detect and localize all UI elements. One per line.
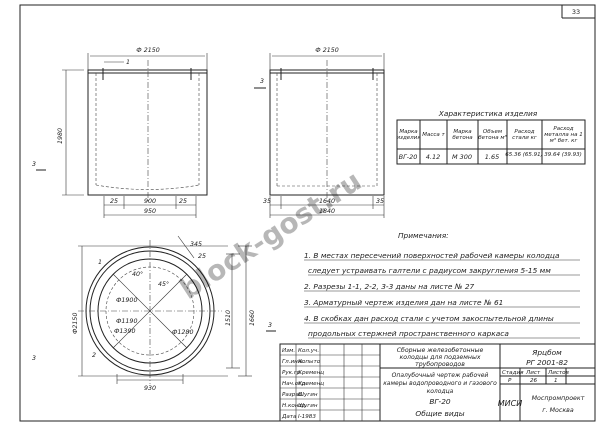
specs-header-concrete-volume: Объем бетона м³ bbox=[478, 128, 507, 141]
specs-title: Характеристика изделия bbox=[438, 109, 538, 118]
dim-35-right-a: 35 bbox=[263, 198, 271, 205]
dim-plan-dia: Ф2150 bbox=[72, 313, 79, 334]
tb-city: г. Москва bbox=[542, 407, 574, 414]
tb-name-1: Копыто bbox=[298, 359, 321, 365]
dim-1640: 1640 bbox=[319, 198, 335, 205]
dim-900: 900 bbox=[144, 198, 156, 205]
section-view-left: Ф 2150 1 1980 3 25 900 25 950 bbox=[32, 47, 208, 218]
tb-role-1: Гл.инж. bbox=[282, 359, 305, 365]
plan-mark-3b: 3 bbox=[32, 355, 36, 362]
sheet-number: 33 bbox=[572, 8, 580, 16]
dim-width-top-left: Ф 2150 bbox=[136, 47, 159, 54]
tb-name-0: Кол.уч. bbox=[298, 348, 319, 354]
plan-label-2: 2 bbox=[92, 352, 96, 359]
tb-code: РГ 2001-82 bbox=[526, 358, 568, 367]
dim-width-top-right: Ф 2150 bbox=[315, 47, 338, 54]
notes-block: Примечания: 1. В местах пересечений пове… bbox=[304, 231, 580, 339]
note-1b: следует устраивать галтели с радиусом за… bbox=[308, 266, 551, 275]
section-mark-3-left: 3 bbox=[32, 161, 36, 168]
tb-mark: ВГ-20 bbox=[429, 397, 451, 406]
tb-desc-3: трубопроводов bbox=[415, 360, 465, 368]
note-4b: продольных стержней пространственного ка… bbox=[308, 329, 509, 338]
note-4: 4. В скобках дан расход стали с учетом з… bbox=[304, 314, 554, 323]
tb-project: Ярцбом bbox=[531, 348, 562, 357]
tb-val-sheets: 1 bbox=[554, 378, 558, 384]
specs-header-steel: Расход стали кг bbox=[512, 128, 537, 141]
section-view-right: Ф 2150 3 35 1640 35 1840 bbox=[254, 47, 385, 218]
specs-value-metal: 39.64 (39.93) bbox=[544, 152, 582, 158]
tb-name-4: Шугин bbox=[298, 392, 318, 398]
tb-part-4: Общие виды bbox=[415, 409, 464, 418]
dim-25-left-a: 25 bbox=[110, 198, 118, 205]
dim-950: 950 bbox=[144, 208, 156, 215]
tb-role-2: Рук.гр. bbox=[282, 370, 302, 376]
tb-name-2: Кременц bbox=[298, 370, 324, 376]
plan-r1900: Ф1900 bbox=[116, 297, 137, 304]
title-block: Изм. Гл.инж. Рук.гр. Нач.отд. Разраб. Н.… bbox=[279, 343, 596, 422]
specs-header-metal-per-m3: Расход металла на 1 м³ бет. кг bbox=[544, 125, 583, 144]
plan-label-1: 1 bbox=[98, 259, 102, 266]
tb-name-3: Кременц bbox=[298, 381, 324, 387]
tb-val-stage: Р bbox=[508, 378, 512, 384]
fill-label-1: 1 bbox=[126, 59, 130, 66]
tb-name-5: Шугин bbox=[298, 403, 318, 409]
tb-desc-2: колодцы для подземных bbox=[400, 354, 481, 361]
specs-value-steel: 65.36 (65.91) bbox=[505, 152, 543, 158]
note-2: 2. Разрезы 1-1, 2-2, 3-3 даны на листе №… bbox=[304, 282, 475, 291]
plan-dim-25: 25 bbox=[198, 253, 206, 260]
specs-header-concrete-grade: Марка бетона bbox=[452, 128, 473, 141]
note-3: 3. Арматурный чертеж изделия дан на лист… bbox=[304, 298, 503, 307]
dim-35-right-b: 35 bbox=[376, 198, 384, 205]
tb-part-1: Опалубочный чертеж рабочей bbox=[392, 372, 489, 379]
notes-title: Примечания: bbox=[398, 231, 449, 240]
dim-1660: 1660 bbox=[249, 310, 256, 326]
section-mark-3-right: 3 bbox=[260, 78, 264, 85]
tb-col-sheet: Лист bbox=[525, 370, 541, 376]
plan-r1390: Ф1390 bbox=[114, 328, 135, 335]
plan-angle-45: 45° bbox=[158, 280, 169, 288]
tb-part-3: колодца bbox=[427, 388, 454, 395]
dim-25-left-b: 25 bbox=[179, 198, 187, 205]
tb-role-5: Н.контр. bbox=[282, 403, 307, 409]
tb-org: МИСИ bbox=[498, 399, 522, 408]
tb-role-0: Изм. bbox=[282, 348, 295, 354]
tb-col-stage: Стадия bbox=[502, 370, 524, 376]
dim-height-1980: 1980 bbox=[57, 128, 64, 144]
specs-header-mass: Масса т bbox=[422, 131, 445, 138]
plan-dim-930: 930 bbox=[144, 385, 156, 392]
plan-mark-3a: 3 bbox=[268, 322, 272, 329]
tb-role-3: Нач.отд. bbox=[282, 381, 307, 387]
plan-dim-345: 345 bbox=[190, 241, 202, 248]
plan-r1280: Ф1280 bbox=[172, 329, 193, 336]
specs-value-mass: 4.12 bbox=[426, 153, 440, 161]
tb-name-6: I-1983 bbox=[298, 414, 316, 420]
plan-angle-40: 40° bbox=[132, 270, 143, 278]
specs-table: Характеристика изделия Марка изделия Мас… bbox=[396, 109, 586, 165]
specs-value-concrete-grade: М 300 bbox=[452, 153, 472, 161]
tb-role-4: Разраб. bbox=[282, 392, 304, 398]
tb-org-2: Моспромпроект bbox=[532, 395, 585, 402]
plan-r1190: Ф1190 bbox=[116, 318, 137, 325]
specs-header-mark: Марка изделия bbox=[397, 128, 421, 141]
note-1: 1. В местах пересечений поверхностей раб… bbox=[304, 251, 560, 260]
tb-part-2: камеры водопроводного и газового bbox=[383, 380, 497, 387]
dim-1510: 1510 bbox=[225, 310, 232, 326]
specs-value-mark: ВГ-20 bbox=[399, 153, 418, 161]
dim-1840: 1840 bbox=[319, 208, 335, 215]
tb-col-sheets: Листов bbox=[547, 370, 569, 376]
specs-value-concrete-volume: 1.65 bbox=[485, 153, 499, 161]
plan-view: Ф2150 1510 1660 1 2 345 25 40° 45° Ф1900… bbox=[32, 235, 276, 392]
tb-val-sheet: 26 bbox=[530, 378, 538, 384]
tb-role-6: Дата bbox=[281, 414, 297, 420]
tb-desc-1: Сборные железобетонные bbox=[397, 346, 484, 354]
